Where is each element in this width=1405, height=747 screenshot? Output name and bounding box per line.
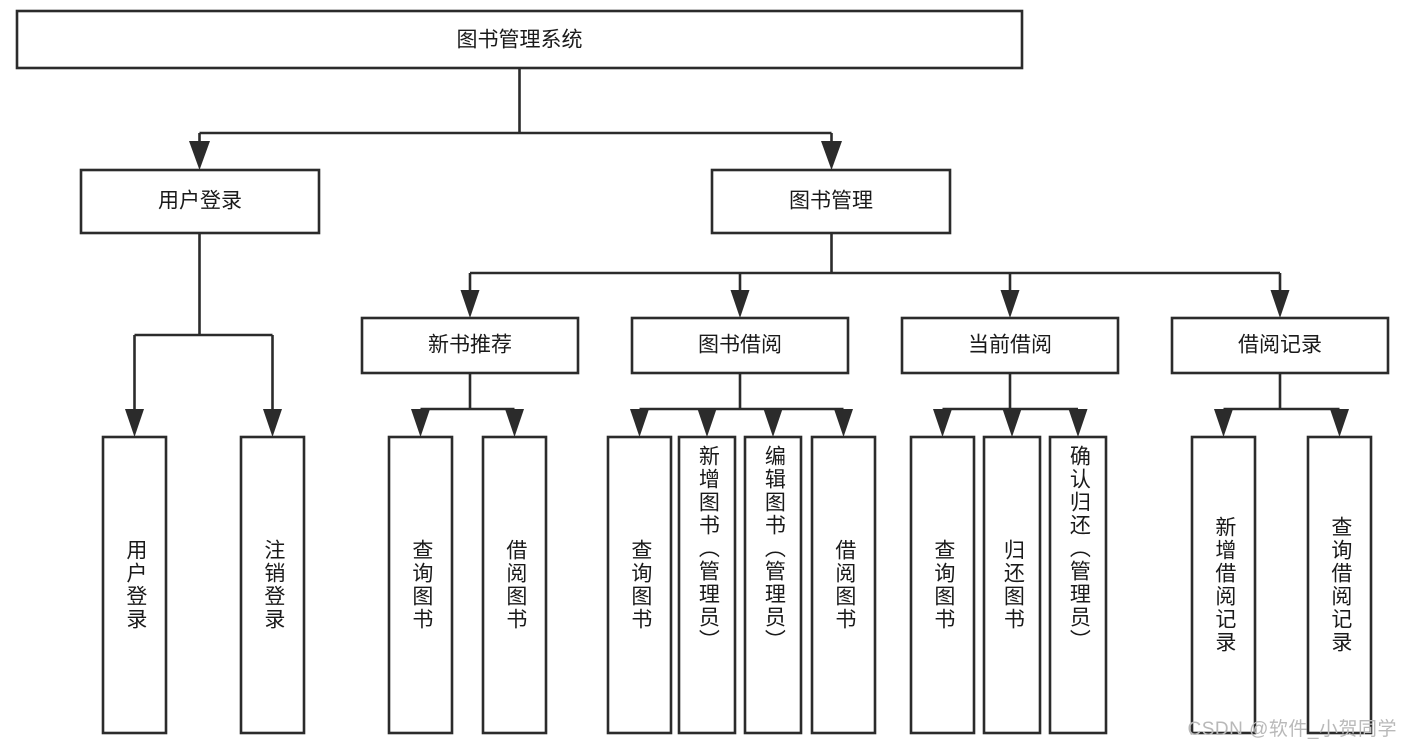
leaf-box-add-record[interactable] [1190, 435, 1257, 735]
arrowhead-leaf-query-book-3 [933, 409, 952, 437]
node-new-book-rec-box[interactable] [360, 316, 580, 375]
leaf-box-query-record[interactable] [1306, 435, 1373, 735]
leaf-box-borrow-book-1[interactable] [481, 435, 548, 735]
connector-group-book-mgmt [460, 233, 1290, 318]
leaf-box-query-book-2[interactable] [606, 435, 673, 735]
arrowhead-leaf-query-book-2 [630, 409, 649, 437]
node-new-book-rec[interactable]: 新书推荐 [360, 316, 580, 375]
leaf-box-confirm-return[interactable] [1048, 435, 1108, 735]
arrowhead-user-login [189, 141, 210, 170]
arrowhead-book-mgmt [821, 141, 842, 170]
leaf-boxes [101, 435, 1373, 735]
leaf-box-logout[interactable] [239, 435, 306, 735]
node-book-borrow[interactable]: 图书借阅 [630, 316, 850, 375]
node-user-login[interactable]: 用户登录 [79, 168, 321, 235]
leaf-box-user-login[interactable] [101, 435, 168, 735]
arrowhead-leaf-user-login [125, 409, 144, 437]
node-book-borrow-label: 图书借阅 [698, 334, 782, 357]
node-new-book-rec-label: 新书推荐 [428, 334, 512, 357]
connector-group-root [189, 68, 842, 170]
arrowhead-current-borrow [1000, 290, 1020, 318]
arrowhead-leaf-query-record [1330, 409, 1349, 437]
watermark-text: CSDN @软件_小贺同学 [1187, 719, 1397, 740]
connector-group-book-borrow [630, 373, 853, 437]
connector-group-borrow-record [1214, 373, 1349, 437]
node-current-borrow-label: 当前借阅 [968, 334, 1052, 357]
arrowhead-leaf-borrow-book-2 [834, 409, 853, 437]
arrowhead-leaf-borrow-book-1 [505, 409, 524, 437]
node-book-mgmt-label: 图书管理 [789, 190, 873, 213]
arrowhead-new-book-rec [460, 290, 480, 318]
node-book-mgmt[interactable]: 图书管理 [710, 168, 952, 235]
node-borrow-record[interactable]: 借阅记录 [1170, 316, 1390, 375]
connector-group-current-borrow [933, 373, 1088, 437]
leaf-box-query-book-1[interactable] [387, 435, 454, 735]
arrowhead-leaf-edit-book [763, 409, 783, 437]
arrowhead-leaf-confirm-return [1068, 409, 1088, 437]
node-current-borrow-box[interactable] [900, 316, 1120, 375]
node-root-label: 图书管理系统 [457, 29, 583, 52]
connector-group-user-login [125, 233, 282, 437]
node-user-login-box[interactable] [79, 168, 321, 235]
leaf-box-add-book[interactable] [677, 435, 737, 735]
leaf-box-edit-book[interactable] [743, 435, 803, 735]
arrowhead-borrow-record [1270, 290, 1290, 318]
node-borrow-record-box[interactable] [1170, 316, 1390, 375]
leaf-box-borrow-book-2[interactable] [810, 435, 877, 735]
node-book-borrow-box[interactable] [630, 316, 850, 375]
arrowhead-leaf-logout [263, 409, 282, 437]
node-root-box[interactable] [15, 9, 1024, 70]
leaf-box-return-book[interactable] [982, 435, 1042, 735]
arrowhead-leaf-add-book [697, 409, 717, 437]
node-borrow-record-label: 借阅记录 [1238, 334, 1322, 357]
connector-group-new-book-rec [411, 373, 524, 437]
arrowhead-leaf-query-book-1 [411, 409, 430, 437]
leaf-box-query-book-3[interactable] [909, 435, 976, 735]
node-user-login-label: 用户登录 [158, 190, 242, 213]
node-book-mgmt-box[interactable] [710, 168, 952, 235]
arrowhead-leaf-return-book [1002, 409, 1022, 437]
node-root[interactable]: 图书管理系统 [15, 9, 1024, 70]
arrowhead-leaf-add-record [1214, 409, 1233, 437]
node-current-borrow[interactable]: 当前借阅 [900, 316, 1120, 375]
arrowhead-book-borrow [730, 290, 750, 318]
